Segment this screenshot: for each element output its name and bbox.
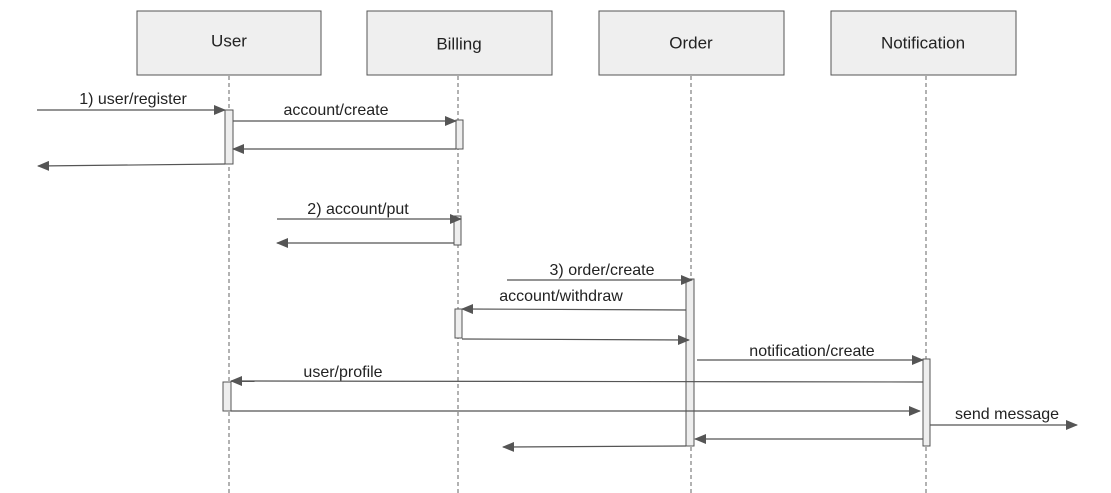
actor-label: Billing <box>436 34 481 53</box>
message-return-order[interactable] <box>502 441 687 452</box>
message-order-create[interactable]: 3) order/create <box>507 262 693 285</box>
message-label: 3) order/create <box>550 262 655 279</box>
actor-billing[interactable]: Billing <box>366 10 553 76</box>
message-label: 2) account/put <box>307 201 409 218</box>
message-label: account/withdraw <box>499 288 623 305</box>
actor-notification[interactable]: Notification <box>830 10 1017 76</box>
message-send-message[interactable]: send message <box>930 406 1078 430</box>
message-notification-create[interactable]: notification/create <box>697 343 924 365</box>
actor-user[interactable]: User <box>136 10 322 76</box>
actor-label: User <box>211 31 247 50</box>
message-user-profile[interactable]: user/profile <box>230 364 924 387</box>
activation-notification-1 <box>922 358 931 447</box>
actor-label: Notification <box>881 33 965 52</box>
message-label: 1) user/register <box>79 91 187 108</box>
activation-billing-3 <box>454 308 463 339</box>
activation-order-1 <box>685 278 695 447</box>
activation-user-1 <box>224 109 234 165</box>
activation-billing-2 <box>453 215 462 246</box>
message-user-register[interactable]: 1) user/register <box>37 91 226 115</box>
message-label: user/profile <box>303 364 382 381</box>
actor-label: Order <box>669 33 713 52</box>
message-account-create[interactable]: account/create <box>233 102 457 126</box>
message-return-user-caller[interactable] <box>37 160 226 171</box>
message-label: send message <box>955 406 1059 423</box>
message-return-withdraw[interactable] <box>461 334 690 345</box>
activation-user-2 <box>222 381 232 412</box>
message-account-withdraw[interactable]: account/withdraw <box>461 288 687 315</box>
message-account-put[interactable]: 2) account/put <box>277 201 462 224</box>
message-label: notification/create <box>749 343 875 360</box>
message-label: account/create <box>284 102 389 119</box>
activation-billing-1 <box>455 119 464 150</box>
actor-order[interactable]: Order <box>598 10 785 76</box>
